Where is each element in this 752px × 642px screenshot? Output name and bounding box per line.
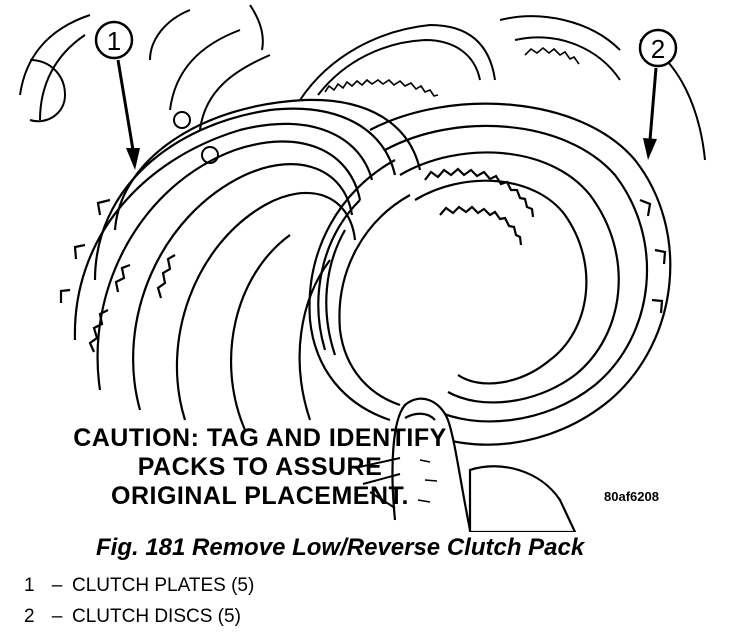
technician-hand	[391, 397, 577, 532]
clutch-rings	[59, 98, 672, 446]
caution-line-2: PACKS TO ASSURE	[137, 453, 383, 481]
callout-2-number: 2	[651, 34, 665, 64]
legend-item-1: 1–CLUTCH PLATES (5)	[24, 575, 254, 597]
caution-line-3: ORIGINAL PLACEMENT.	[111, 482, 409, 510]
legend-number: 2	[24, 606, 35, 627]
reaction-gear-teeth	[324, 46, 580, 97]
legend-number: 1	[24, 575, 35, 596]
legend-item-2: 2–CLUTCH DISCS (5)	[24, 606, 241, 628]
caution-pointer-lines	[354, 457, 401, 509]
callout-2: 2	[638, 28, 678, 160]
callout-1-number: 1	[107, 26, 121, 56]
callout-1: 1	[94, 20, 140, 170]
clutch-pack-illustration: 1 2	[19, 4, 706, 532]
legend-text: CLUTCH PLATES (5)	[72, 575, 255, 596]
legend-dash: –	[51, 575, 63, 596]
legend-dash: –	[51, 606, 63, 627]
legend-text: CLUTCH DISCS (5)	[72, 606, 241, 627]
figure-caption: Fig. 181 Remove Low/Reverse Clutch Pack	[96, 534, 585, 561]
caution-line-1: CAUTION: TAG AND IDENTIFY	[73, 424, 447, 452]
figure-code: 80af6208	[604, 489, 659, 504]
